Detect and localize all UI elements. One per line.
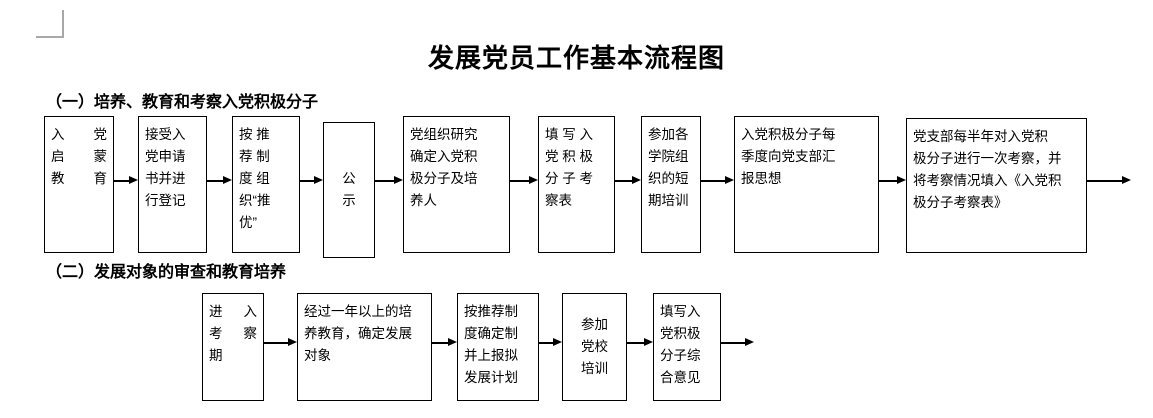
flow-box-step-2-5: 填写入 党积极 分子综 合意见	[653, 293, 721, 401]
arrow-shaft	[627, 342, 644, 344]
flow-box-step-1-3: 按 推 荐 制 度 组 织“推 优”	[232, 116, 300, 253]
flow-box-label: 公 示	[342, 171, 356, 208]
flow-arrow-arrow-1-4	[375, 176, 403, 185]
flow-box-label: 入 党 启 蒙 教 育	[51, 127, 107, 186]
flow-box-label: 参加各 学院组 织的短 期培训	[648, 127, 689, 208]
arrow-shaft	[432, 342, 448, 344]
arrow-head-icon	[529, 176, 538, 184]
arrow-shaft	[1087, 180, 1122, 182]
arrow-head-icon	[897, 176, 906, 184]
flow-box-step-2-1: 进 入 考 察 期	[202, 293, 264, 401]
flow-arrow-arrow-1-2	[207, 176, 232, 185]
flow-box-step-2-2: 经过一年以上的培 养教育，确定发展 对象	[297, 293, 432, 401]
flow-box-step-2-4: 参加 党校 培训	[562, 293, 627, 401]
flow-box-step-1-7: 参加各 学院组 织的短 期培训	[641, 116, 701, 253]
arrow-head-icon	[644, 338, 653, 346]
arrow-head-icon	[745, 338, 754, 346]
arrow-head-icon	[1122, 176, 1131, 184]
flow-arrow-arrow-2-1	[264, 338, 297, 347]
flow-arrow-arrow-1-7	[701, 176, 734, 185]
arrow-head-icon	[223, 176, 232, 184]
arrow-shaft	[721, 342, 745, 344]
section-2-heading: （二）发展对象的审查和教育培养	[46, 262, 287, 281]
arrow-head-icon	[314, 176, 323, 184]
page-corner-mark-icon	[36, 10, 64, 38]
arrow-shaft	[300, 180, 314, 182]
arrow-shaft	[879, 180, 897, 182]
arrow-shaft	[539, 342, 553, 344]
flow-box-label: 入党积极分子每 季度向党支部汇 报思想	[741, 127, 836, 186]
flow-arrow-arrow-2-3	[539, 338, 562, 347]
arrow-shaft	[510, 180, 529, 182]
flow-box-step-1-4: 公 示	[323, 122, 375, 258]
flow-arrow-arrow-1-9	[1087, 176, 1131, 185]
flow-box-label: 填 写 入 党 积 极 分 子 考 察表	[545, 127, 594, 208]
flow-box-label: 填写入 党积极 分子综 合意见	[660, 304, 701, 385]
flow-box-label: 党组织研究 确定入党积 极分子及培 养人	[410, 127, 478, 208]
arrow-head-icon	[553, 338, 562, 346]
section-1-heading: （一）培养、教育和考察入党积极分子	[46, 92, 319, 111]
flow-arrow-arrow-1-1	[114, 176, 138, 185]
flow-box-label: 进 入 考 察 期	[209, 304, 257, 363]
flow-box-step-1-1: 入 党 启 蒙 教 育	[44, 116, 114, 253]
arrow-shaft	[375, 180, 394, 182]
flow-box-step-1-5: 党组织研究 确定入党积 极分子及培 养人	[403, 116, 510, 253]
flow-box-label: 接受入 党申请 书并进 行登记	[145, 127, 186, 208]
flow-arrow-arrow-1-5	[510, 176, 538, 185]
flow-arrow-arrow-2-2	[432, 338, 457, 347]
arrow-head-icon	[288, 338, 297, 346]
flow-arrow-arrow-1-6	[615, 176, 641, 185]
flow-box-label: 按 推 荐 制 度 组 织“推 优”	[239, 127, 271, 230]
arrow-shaft	[701, 180, 725, 182]
flow-arrow-arrow-1-3	[300, 176, 323, 185]
arrow-head-icon	[129, 176, 138, 184]
flow-box-step-1-6: 填 写 入 党 积 极 分 子 考 察表	[538, 116, 615, 253]
flow-box-label: 按推荐制 度确定制 并上报拟 发展计划	[464, 304, 518, 385]
flow-box-step-1-2: 接受入 党申请 书并进 行登记	[138, 116, 207, 253]
arrow-shaft	[207, 180, 223, 182]
flow-box-step-1-9: 党支部每半年对入党积 极分子进行一次考察，并 将考察情况填入《入党积 极分子考察…	[906, 118, 1087, 253]
arrow-head-icon	[448, 338, 457, 346]
flow-arrow-arrow-1-8	[879, 176, 906, 185]
arrow-head-icon	[632, 176, 641, 184]
flow-arrow-arrow-2-4	[627, 338, 653, 347]
flow-box-step-1-8: 入党积极分子每 季度向党支部汇 报思想	[734, 116, 879, 253]
flow-box-label: 参加 党校 培训	[581, 317, 608, 376]
page-title: 发展党员工作基本流程图	[427, 44, 725, 74]
arrow-head-icon	[394, 176, 403, 184]
flow-box-label: 经过一年以上的培 养教育，确定发展 对象	[304, 304, 412, 363]
flow-box-label: 党支部每半年对入党积 极分子进行一次考察，并 将考察情况填入《入党积 极分子考察…	[913, 129, 1062, 210]
arrow-head-icon	[725, 176, 734, 184]
arrow-shaft	[114, 180, 129, 182]
flow-arrow-arrow-2-5	[721, 338, 754, 347]
arrow-shaft	[264, 342, 288, 344]
flow-box-step-2-3: 按推荐制 度确定制 并上报拟 发展计划	[457, 293, 539, 401]
arrow-shaft	[615, 180, 632, 182]
